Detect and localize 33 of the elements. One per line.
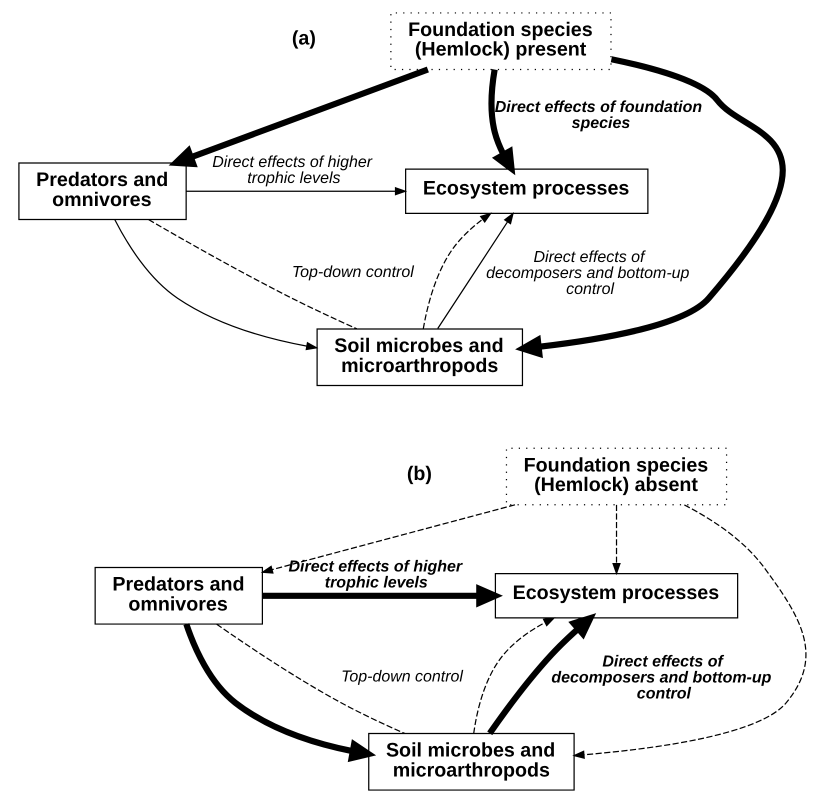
node-box: Predators and omnivores [94, 566, 263, 625]
edge-label: Direct effects of higher trophic levels [212, 154, 372, 188]
edge-label: Direct effects of higher trophic levels [288, 558, 462, 592]
node-box: Foundation species (Hemlock) present [390, 12, 612, 70]
node-box: Soil microbes and microarthropods [368, 732, 575, 791]
edge-label: Direct effects of foundation species [494, 98, 702, 132]
arrow [186, 186, 408, 196]
edge-label: Top-down control [341, 668, 464, 686]
arrow [612, 504, 621, 576]
node-box: Predators and omnivores [18, 162, 187, 220]
arrow [488, 69, 516, 176]
arrow [262, 584, 503, 608]
node-box: Ecosystem processes [494, 573, 738, 619]
arrow [437, 212, 514, 329]
node-box: Foundation species (Hemlock) absent [506, 448, 728, 506]
connector [216, 624, 406, 734]
arrow [515, 56, 786, 358]
edge-label: Direct effects of decomposers and bottom-up control [551, 653, 772, 702]
arrow [473, 617, 556, 734]
node-box: Soil microbes and microarthropods [316, 328, 524, 386]
arrow [422, 212, 492, 329]
node-box: Ecosystem processes [405, 168, 648, 214]
arrow [168, 66, 429, 168]
arrow [572, 504, 806, 759]
label: (a) [292, 28, 316, 50]
arrow [114, 219, 318, 350]
connector [148, 219, 358, 330]
edge-label: Direct effects of decomposers and bottom-up control [486, 248, 690, 298]
label: (b) [406, 462, 432, 485]
arrow [487, 613, 596, 736]
arrow [183, 623, 376, 762]
arrow [260, 504, 516, 574]
edge-label: Top-down control [292, 264, 414, 282]
